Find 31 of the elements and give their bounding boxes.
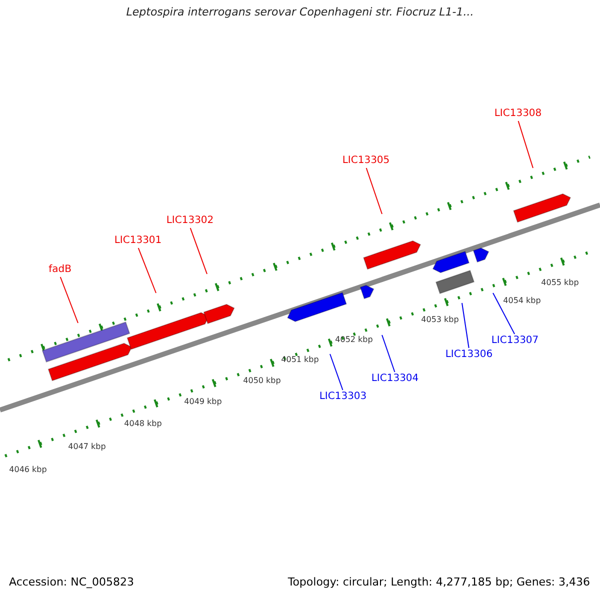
gene-label: fadB [48, 265, 72, 275]
scale-label: 4046 kbp [9, 466, 47, 474]
scale-label: 4048 kbp [124, 420, 162, 428]
leader-line [366, 168, 382, 214]
scale-label: 4049 kbp [184, 398, 222, 406]
gene-label: LIC13302 [166, 216, 214, 226]
title: Leptospira interrogans serovar Copenhageni str. Fiocruz L1-1... [126, 6, 474, 18]
genome-info-text: Topology: circular; Length: 4,277,185 bp; Genes: 3,436 [288, 576, 590, 588]
gene-label: LIC13308 [494, 109, 542, 119]
gene-label: LIC13306 [445, 350, 493, 360]
leader-line [60, 276, 78, 324]
leader-line [330, 354, 344, 390]
leader-line [492, 292, 516, 334]
leader-line [462, 302, 470, 348]
leader-line [382, 334, 396, 372]
accession-text: Accession: NC_005823 [9, 576, 134, 588]
scale-label: 4053 kbp [421, 316, 459, 324]
scale-label: 4047 kbp [68, 443, 106, 451]
scale-label: 4051 kbp [281, 356, 319, 364]
gene-label: LIC13307 [491, 336, 539, 346]
gene-label: LIC13304 [371, 374, 419, 384]
scale-label: 4050 kbp [243, 377, 281, 385]
scale-label: 4055 kbp [541, 279, 579, 287]
scale-label: 4052 kbp [335, 336, 373, 344]
scale-label: 4054 kbp [503, 297, 541, 305]
leader-line [138, 248, 156, 294]
leader-line [518, 120, 534, 168]
gene-label: LIC13303 [319, 392, 367, 402]
leader-line [190, 228, 208, 274]
gene-label: LIC13305 [342, 156, 390, 166]
gene-label: LIC13301 [114, 236, 162, 246]
